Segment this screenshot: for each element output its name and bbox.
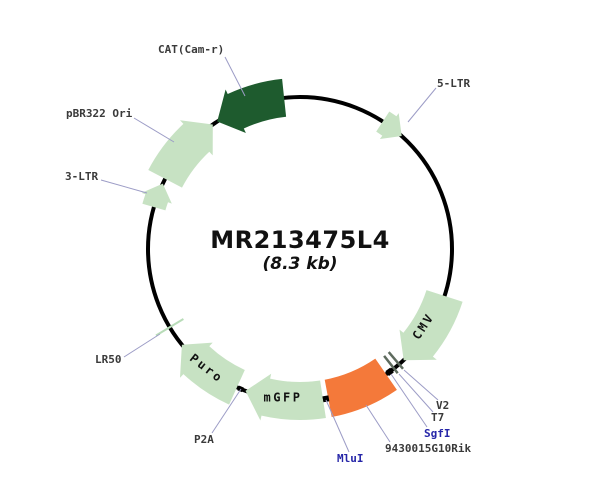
leader-cat-camr [224, 56, 246, 97]
label-5-ltr: 5-LTR [437, 77, 470, 90]
feature-9430015G10Rik-orf [324, 358, 397, 417]
feature-pbr322-ori [148, 120, 213, 188]
leader-lr50 [123, 333, 161, 358]
feature-cmv [399, 290, 463, 361]
label-cat-camr: CAT(Cam-r) [158, 43, 224, 56]
leader-t7 [398, 373, 434, 413]
label-t7: T7 [431, 411, 444, 424]
leader-pbr322-ori [133, 117, 175, 143]
label-mlui: MluI [337, 452, 364, 465]
feature-puro [180, 342, 245, 405]
label-3-ltr: 3-LTR [65, 170, 98, 183]
feature-label-mgfp: mGFP [264, 391, 303, 405]
feature-3-ltr [141, 183, 172, 211]
t7-site [383, 355, 399, 374]
feature-5-ltr [376, 111, 402, 139]
lr50-site [155, 318, 184, 337]
label-sgfi: SgfI [424, 427, 451, 440]
plasmid-size: (8.3 kb) [262, 254, 338, 274]
feature-mgfp [245, 373, 326, 421]
leader-sgfi [390, 373, 428, 428]
mlui-site [322, 395, 330, 403]
label-v2: V2 [436, 399, 449, 412]
v2-site [387, 351, 404, 370]
leader-9430015G10Rik [365, 404, 391, 443]
sgfi-site [385, 367, 394, 376]
label-pbr322-ori: pBR322 Ori [66, 107, 133, 120]
label-lr50: LR50 [95, 353, 122, 366]
leader-3-ltr [100, 179, 148, 194]
leader-v2 [403, 369, 439, 401]
leader-mlui [325, 399, 350, 453]
plasmid-name: MR213475L4 [210, 226, 390, 254]
leader-p2a [211, 388, 242, 434]
label-p2a: P2A [194, 433, 214, 446]
feature-cat-camr [217, 78, 287, 133]
leader-5-ltr [407, 87, 437, 123]
label-9430015G10Rik: 9430015G10Rik [385, 442, 471, 455]
